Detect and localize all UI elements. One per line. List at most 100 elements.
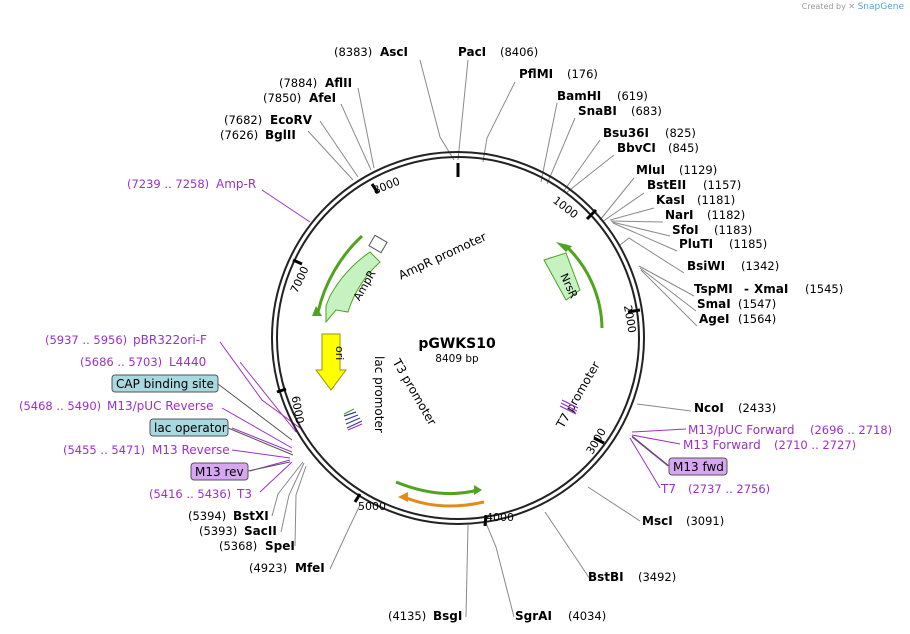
svg-text:(5393): (5393): [199, 524, 237, 538]
tick-label-1000: 1000: [550, 194, 580, 221]
svg-text:(845): (845): [668, 141, 699, 155]
svg-text:(5937 .. 5956): (5937 .. 5956): [45, 333, 127, 347]
svg-text:(5455 .. 5471): (5455 .. 5471): [63, 443, 145, 457]
svg-text:BsgI: BsgI: [433, 609, 462, 623]
primer-m13-reverse: (5455 .. 5471) M13 Reverse: [63, 443, 230, 457]
tick-label-5000: 5000: [358, 500, 386, 513]
enzyme-snaBI: SnaBI(683): [578, 104, 662, 118]
svg-text:MscI: MscI: [642, 514, 673, 528]
svg-text:(5368): (5368): [219, 539, 257, 553]
svg-text:M13 Forward: M13 Forward: [683, 438, 761, 452]
enzyme-bstEII: BstEII(1157): [647, 178, 741, 192]
svg-text:MluI: MluI: [636, 163, 665, 177]
enzyme-bbvCI: BbvCI (845): [617, 141, 699, 155]
snapgene-watermark: Created by ✕ SnapGene: [802, 2, 904, 12]
primer-pbr322ori-f: (5937 .. 5956) pBR322ori-F: [45, 333, 207, 347]
svg-text:T3 promoter: T3 promoter: [389, 355, 439, 427]
svg-text:BglII: BglII: [265, 128, 296, 142]
svg-text:(1547): (1547): [738, 297, 776, 311]
svg-text:(7682): (7682): [224, 113, 262, 127]
primer-l4440: (5686 .. 5703)L4440: [80, 355, 206, 369]
feature-green-arrow-bottom: [395, 480, 482, 496]
enzyme-afeI: (7850) AfeI: [263, 91, 336, 105]
svg-text:(4135): (4135): [388, 609, 426, 623]
enzyme-sgrAI: SgrAI(4034): [515, 609, 606, 623]
plasmid-length: 8409 bp: [435, 353, 479, 365]
svg-text:pBR322ori-F: pBR322ori-F: [133, 333, 207, 347]
boxed-label-leaders: [217, 383, 670, 472]
svg-text:AfeI: AfeI: [309, 91, 336, 105]
enzyme-sfoI: SfoI(1183): [672, 223, 752, 237]
ampr-promoter-label: AmpR promoter: [396, 229, 488, 282]
svg-text:M13 Reverse: M13 Reverse: [152, 443, 230, 457]
tick-label-4000: 4000: [486, 511, 514, 524]
svg-text:(2696 .. 2718): (2696 .. 2718): [810, 423, 892, 437]
svg-text:(7239 .. 7258): (7239 .. 7258): [127, 177, 209, 191]
feature-small-marks-left: [343, 408, 363, 431]
svg-text:(8406): (8406): [500, 45, 538, 59]
feature-lac-promoter: lac promoter: [372, 356, 386, 433]
svg-text:(8383): (8383): [334, 45, 372, 59]
svg-text:(2433): (2433): [738, 401, 776, 415]
svg-text:M13 rev: M13 rev: [195, 465, 244, 479]
svg-text:M13/pUC Reverse: M13/pUC Reverse: [107, 399, 214, 413]
m13-fwd-box: M13 fwd: [668, 457, 728, 476]
cap-binding-site-box: CAP binding site: [111, 374, 219, 393]
enzyme-tspMI-xmaI: TspMI-XmaI(1545): [694, 282, 843, 296]
svg-text:lac promoter: lac promoter: [372, 356, 386, 433]
enzyme-pluTI: PluTI(1185): [679, 237, 767, 251]
enzyme-bstBI: BstBI(3492): [588, 570, 676, 584]
svg-text:XmaI: XmaI: [754, 282, 788, 296]
svg-text:(1157): (1157): [703, 178, 741, 192]
svg-text:NcoI: NcoI: [694, 401, 724, 415]
watermark-brand: SnapGene: [857, 2, 904, 12]
svg-text:(2710 .. 2727): (2710 .. 2727): [774, 438, 856, 452]
svg-text:(1342): (1342): [741, 259, 779, 273]
enzyme-bstXI: (5394)BstXI: [188, 509, 269, 523]
enzyme-smaI: SmaI(1547): [697, 297, 776, 311]
boxed-labels: CAP binding site lac operator M13 rev M1…: [111, 374, 728, 481]
feature-nrsr: NrsR: [543, 242, 604, 329]
svg-text:BstXI: BstXI: [233, 509, 269, 523]
svg-text:(4034): (4034): [568, 609, 606, 623]
svg-text:BbvCI: BbvCI: [617, 141, 656, 155]
enzyme-ncoI: NcoI (2433): [694, 401, 776, 415]
primer-t3: (5416 .. 5436) T3: [149, 487, 252, 501]
m13-rev-box: M13 rev: [190, 462, 249, 481]
svg-text:(1181): (1181): [697, 193, 735, 207]
enzyme-pflMI: PflMI(176): [519, 67, 598, 81]
enzyme-mluI: MluI(1129): [636, 163, 717, 177]
svg-text:(7850): (7850): [263, 91, 301, 105]
svg-text:SacII: SacII: [244, 524, 277, 538]
enzyme-mscI: MscI (3091): [642, 514, 724, 528]
tick-label-2000: 2000: [621, 304, 639, 334]
svg-text:T7 promoter: T7 promoter: [553, 359, 603, 431]
plasmid-name: pGWKS10: [418, 336, 496, 352]
svg-text:(2737 .. 2756): (2737 .. 2756): [688, 482, 770, 496]
svg-text:(3091): (3091): [686, 514, 724, 528]
svg-text:TspMI: TspMI: [694, 282, 733, 296]
svg-text:lac operator: lac operator: [154, 421, 227, 435]
svg-text:-: -: [744, 282, 749, 296]
tick-label-6000: 6000: [289, 395, 307, 425]
enzyme-ecoRV: (7682) EcoRV: [224, 113, 313, 127]
svg-text:SpeI: SpeI: [265, 539, 295, 553]
svg-text:T3: T3: [236, 487, 252, 501]
enzyme-bamHI: BamHI(619): [557, 89, 648, 103]
enzyme-labels: (8383)AscI PacI(8406) PflMI(176) BamHI(6…: [188, 45, 843, 623]
backbone-outer: [271, 151, 645, 525]
svg-text:(5416 .. 5436): (5416 .. 5436): [149, 487, 231, 501]
svg-text:(683): (683): [631, 104, 662, 118]
enzyme-ageI: AgeI(1564): [699, 312, 776, 326]
lac-operator-box: lac operator: [149, 418, 229, 437]
svg-text:PflMI: PflMI: [519, 67, 553, 81]
svg-text:L4440: L4440: [169, 355, 206, 369]
backbone-inner: [276, 156, 640, 520]
svg-text:T7: T7: [660, 482, 676, 496]
primer-t7: T7 (2737 .. 2756): [660, 482, 770, 496]
svg-text:M13/pUC Forward: M13/pUC Forward: [688, 423, 795, 437]
svg-text:(1183): (1183): [714, 223, 752, 237]
svg-text:EcoRV: EcoRV: [270, 113, 313, 127]
svg-text:AscI: AscI: [380, 45, 408, 59]
svg-text:AflII: AflII: [325, 76, 352, 90]
